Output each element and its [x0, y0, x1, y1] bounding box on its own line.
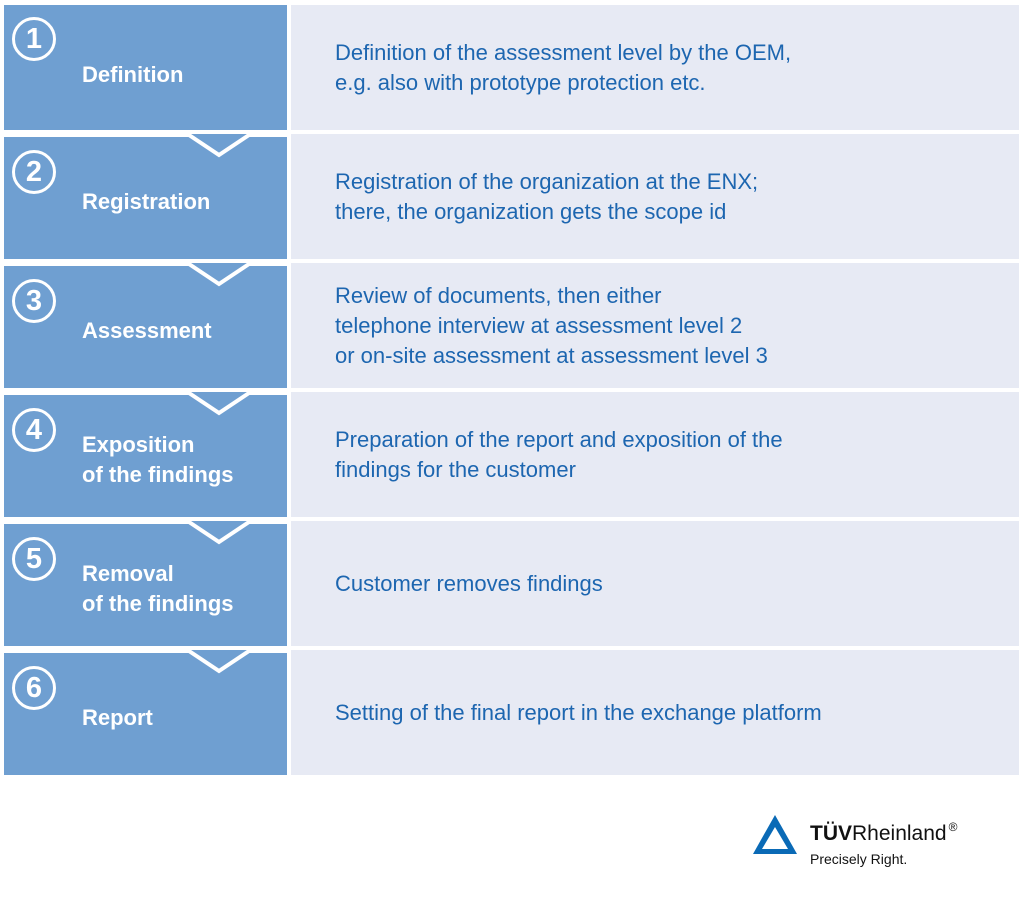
registered-mark: ® — [948, 820, 958, 834]
step-description: Review of documents, then either telepho… — [335, 282, 768, 368]
step-description: Definition of the assessment level by th… — [335, 39, 792, 95]
step-description: Setting of the final report in the excha… — [335, 699, 822, 725]
brand-name-bold: TÜV — [810, 822, 852, 845]
step-title: Registration — [82, 188, 211, 214]
step-title: Removal of the findings — [82, 560, 234, 616]
step-title: Report — [82, 704, 153, 730]
step-label-panel: 6 Report — [4, 650, 287, 775]
brand-name: TÜVRheinland® — [810, 820, 958, 846]
step-label-panel: 4 Exposition of the findings — [4, 392, 287, 517]
step-definition: 1 Definition Definition of the assessmen… — [4, 5, 1019, 130]
step-number-badge: 5 — [12, 537, 56, 581]
step-description-panel: Definition of the assessment level by th… — [291, 5, 1019, 130]
step-title: Assessment — [82, 317, 212, 343]
brand-name-regular: Rheinland — [852, 822, 947, 845]
chevron-down-icon — [4, 263, 287, 287]
step-number-badge: 4 — [12, 408, 56, 452]
step-number-badge: 2 — [12, 150, 56, 194]
step-number-badge: 1 — [12, 17, 56, 61]
step-description-panel: Customer removes findings — [291, 521, 1019, 646]
step-description: Registration of the organization at the … — [335, 168, 759, 224]
step-title: Definition — [82, 61, 184, 87]
step-report: 6 Report Setting of the final report in … — [4, 650, 1019, 775]
step-number-badge: 6 — [12, 666, 56, 710]
step-label-panel: 5 Removal of the findings — [4, 521, 287, 646]
step-removal-of-findings: 5 Removal of the findings Customer remov… — [4, 521, 1019, 646]
chevron-down-icon — [4, 650, 287, 674]
brand-block: TÜVRheinland® Precisely Right. — [752, 814, 1012, 878]
step-number-badge: 3 — [12, 279, 56, 323]
chevron-down-icon — [4, 134, 287, 158]
step-label-panel: 1 Definition — [4, 5, 287, 130]
step-exposition-of-findings: 4 Exposition of the findings Preparation… — [4, 392, 1019, 517]
step-registration: 2 Registration Registration of the organ… — [4, 134, 1019, 259]
step-description: Preparation of the report and exposition… — [335, 426, 783, 482]
chevron-down-icon — [4, 521, 287, 545]
step-assessment: 3 Assessment Review of documents, then e… — [4, 263, 1019, 388]
step-description-panel: Registration of the organization at the … — [291, 134, 1019, 259]
step-description-panel: Setting of the final report in the excha… — [291, 650, 1019, 775]
step-label-panel: 2 Registration — [4, 134, 287, 259]
step-label-panel: 3 Assessment — [4, 263, 287, 388]
step-description-panel: Preparation of the report and exposition… — [291, 392, 1019, 517]
process-steps: 1 Definition Definition of the assessmen… — [4, 5, 1019, 779]
step-title: Exposition of the findings — [82, 431, 234, 487]
chevron-down-icon — [4, 392, 287, 416]
brand-slogan: Precisely Right. — [810, 851, 908, 867]
step-description-panel: Review of documents, then either telepho… — [291, 263, 1019, 388]
step-description: Customer removes findings — [335, 570, 603, 596]
tuv-triangle-logo-icon — [753, 815, 797, 854]
